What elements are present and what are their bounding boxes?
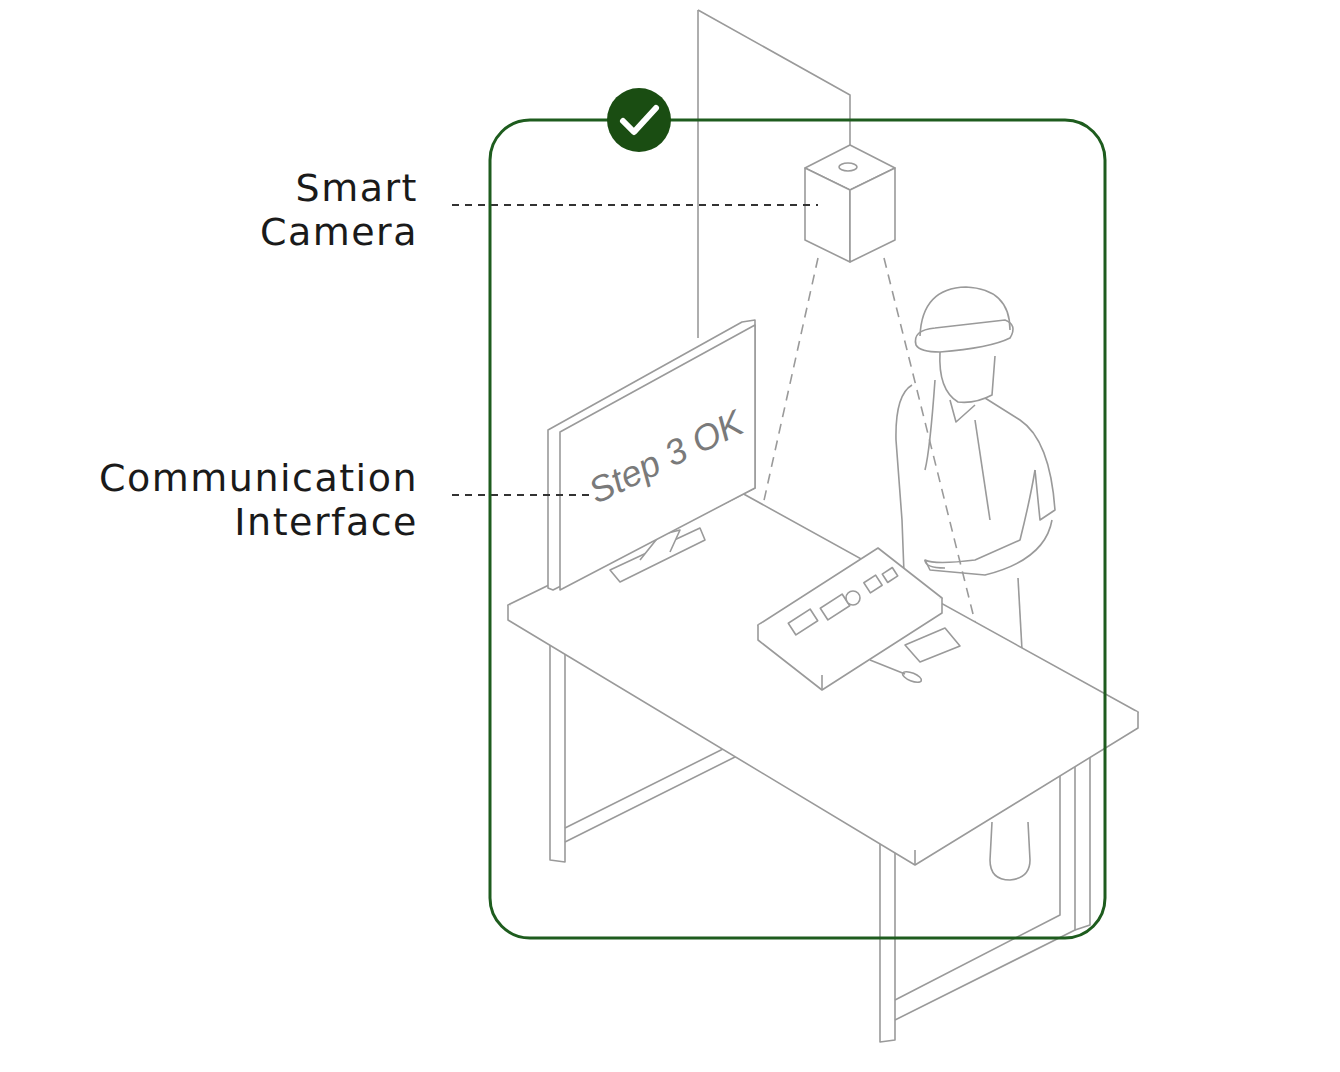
callout-label: Communication Interface [58, 456, 418, 544]
screwdriver [870, 660, 905, 674]
monitor [548, 320, 755, 590]
worker-hand [925, 560, 945, 568]
leader-line [452, 204, 818, 206]
parts-tray [758, 548, 942, 690]
leader-line [452, 494, 590, 496]
check-mark [623, 108, 656, 132]
screwdriver-handle [901, 670, 923, 685]
check-badge [607, 88, 671, 152]
highlight-frame [490, 120, 1105, 938]
camera-pole [697, 10, 699, 338]
worker-leg [990, 822, 1030, 880]
card [905, 628, 960, 662]
camera-arm [698, 10, 850, 160]
illustration-lines [508, 10, 1138, 1042]
callout-label: Smart Camera [208, 166, 418, 254]
smart-camera [805, 145, 895, 262]
